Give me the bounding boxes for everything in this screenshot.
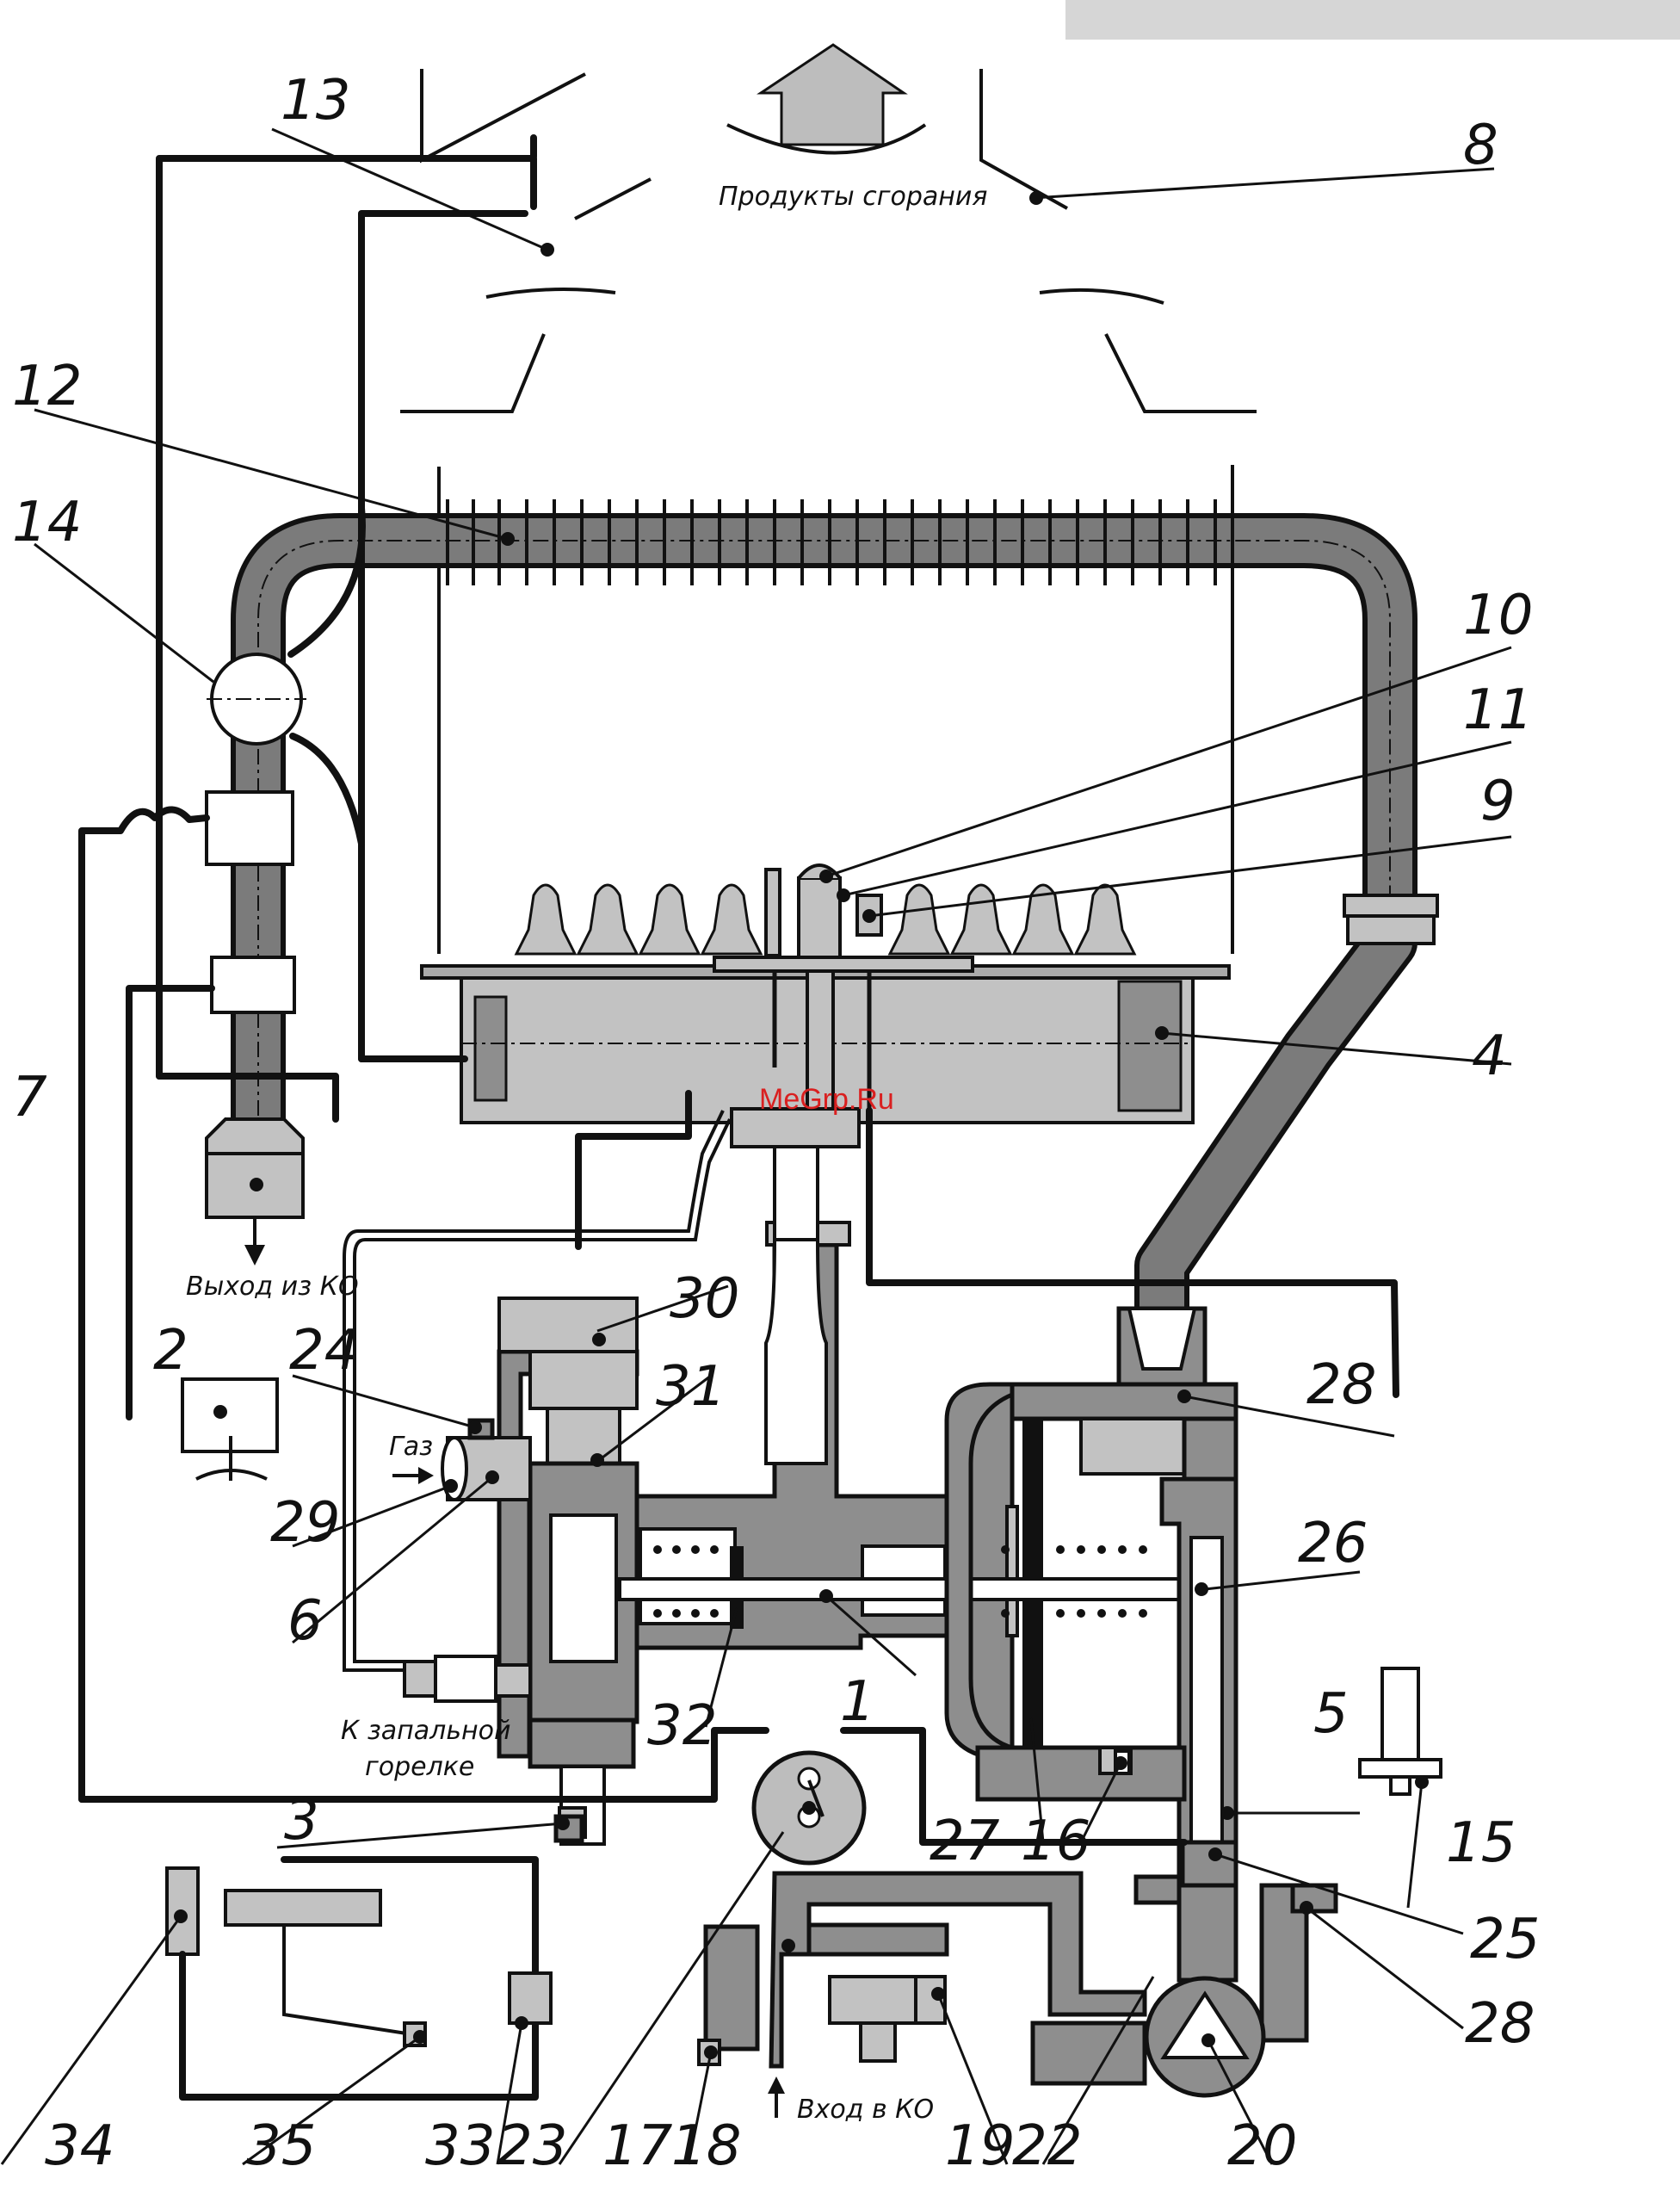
callout-29: 29 xyxy=(270,1491,340,1555)
burner-nozzles xyxy=(514,883,1137,956)
callout-6: 6 xyxy=(287,1589,323,1653)
pipe-clip-upper xyxy=(205,790,294,866)
pipe-clip-lower xyxy=(210,956,296,1014)
flue-hood xyxy=(400,43,1257,413)
control-box-2 xyxy=(181,1377,279,1453)
callout-16: 16 xyxy=(1021,1810,1090,1873)
callout-20: 20 xyxy=(1227,2114,1297,2178)
callout-2: 2 xyxy=(153,1319,188,1383)
caption-outlet: Выход из КО xyxy=(186,1272,359,1302)
callout-26: 26 xyxy=(1298,1512,1368,1575)
caption-pilot-2: горелке xyxy=(365,1752,474,1782)
callout-19: 19 xyxy=(945,2114,1015,2178)
callout-18: 18 xyxy=(671,2114,741,2178)
callout-dots xyxy=(174,191,1429,2059)
gas-valve-6 xyxy=(441,1297,639,1846)
heat-exchanger xyxy=(231,465,1439,1317)
callout-9: 9 xyxy=(1480,770,1516,833)
callout-17: 17 xyxy=(602,2114,673,2178)
springs xyxy=(653,1545,1147,1618)
combustion-arrow-icon xyxy=(757,43,908,146)
caption-combustion-products: Продукты сгорания xyxy=(719,182,987,212)
callout-27: 27 xyxy=(930,1810,1000,1873)
callout-numbers: 1 2 3 4 5 6 7 8 9 10 11 12 13 14 15 16 1… xyxy=(12,69,1540,2178)
callout-10: 10 xyxy=(1463,584,1533,647)
callout-7: 7 xyxy=(12,1066,47,1129)
callout-31: 31 xyxy=(656,1355,726,1419)
callout-34: 34 xyxy=(45,2114,114,2178)
caption-gas: Газ xyxy=(389,1432,433,1462)
heat-exchanger-fins xyxy=(446,465,1234,585)
water-pipe-5 xyxy=(975,1306,1238,1983)
callout-3: 3 xyxy=(284,1789,319,1853)
callout-35: 35 xyxy=(246,2114,316,2178)
callout-11: 11 xyxy=(1463,678,1533,742)
callout-33: 33 xyxy=(425,2114,495,2178)
callout-12: 12 xyxy=(12,355,82,418)
terminal-block-34 xyxy=(165,1856,553,2101)
callout-28: 28 xyxy=(1306,1353,1376,1417)
callout-1: 1 xyxy=(840,1670,875,1734)
filter-19 xyxy=(828,1975,947,2063)
leader-lines xyxy=(0,127,1512,2166)
callout-5: 5 xyxy=(1313,1682,1349,1746)
water-valve-1 xyxy=(618,1107,1183,1764)
caption-pilot-1: К запальной xyxy=(341,1716,511,1746)
callout-13: 13 xyxy=(281,69,350,133)
callout-30: 30 xyxy=(670,1267,739,1331)
top-bar xyxy=(1065,0,1680,40)
callout-28b: 28 xyxy=(1465,1992,1535,2056)
caption-inlet: Вход в КО xyxy=(797,2095,934,2125)
callout-14: 14 xyxy=(12,491,82,554)
wiring xyxy=(78,134,1399,1846)
callout-23: 23 xyxy=(497,2114,567,2178)
pump-20 xyxy=(1144,1883,1338,2098)
callout-15: 15 xyxy=(1446,1811,1516,1875)
callout-4: 4 xyxy=(1472,1024,1507,1088)
callout-24: 24 xyxy=(289,1319,359,1383)
thermostat-15 xyxy=(1358,1667,1442,1796)
pilot-regulator xyxy=(403,1655,532,1703)
callout-8: 8 xyxy=(1463,114,1498,177)
callout-22: 22 xyxy=(1012,2114,1082,2178)
outlet-fitting-7 xyxy=(205,1117,305,1266)
callout-25: 25 xyxy=(1470,1908,1540,1971)
watermark: MeGrp.Ru xyxy=(759,1083,894,1116)
callout-32: 32 xyxy=(647,1694,717,1758)
